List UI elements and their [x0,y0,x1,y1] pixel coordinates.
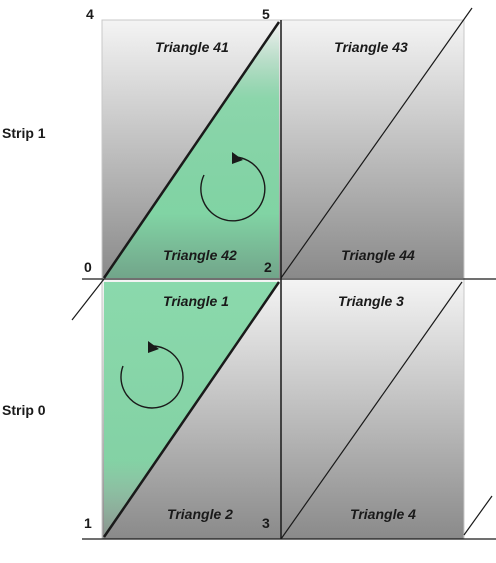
diagonal-right-extension [463,495,493,536]
vertex-4-label: 4 [86,6,94,22]
counterclockwise-arrow-icon [200,152,266,222]
triangle-1-label: Triangle 1 [163,293,229,309]
diagonal-left-extension [71,278,105,321]
triangle-3-label: Triangle 3 [338,293,404,309]
vertex-0-label: 0 [84,259,92,275]
vertex-5-label: 5 [262,6,270,22]
diagonal-0-5 [102,21,281,279]
diagonal-1-2 [102,281,281,538]
vertex-2-label: 2 [264,259,272,275]
triangle-41-label: Triangle 41 [155,39,229,55]
diagonal-top-right [280,7,473,279]
counterclockwise-arrow-icon [120,341,184,409]
triangle-42-label: Triangle 42 [163,247,237,263]
triangle-4-label: Triangle 4 [350,506,416,522]
diagonal-bottom-right [280,281,463,540]
triangle-44-label: Triangle 44 [341,247,415,263]
vertex-1-label: 1 [84,515,92,531]
vertex-3-label: 3 [262,515,270,531]
strip-0-label: Strip 0 [2,402,46,418]
strip-1-label: Strip 1 [2,125,46,141]
triangle-43-label: Triangle 43 [334,39,408,55]
triangle-2-label: Triangle 2 [167,506,233,522]
